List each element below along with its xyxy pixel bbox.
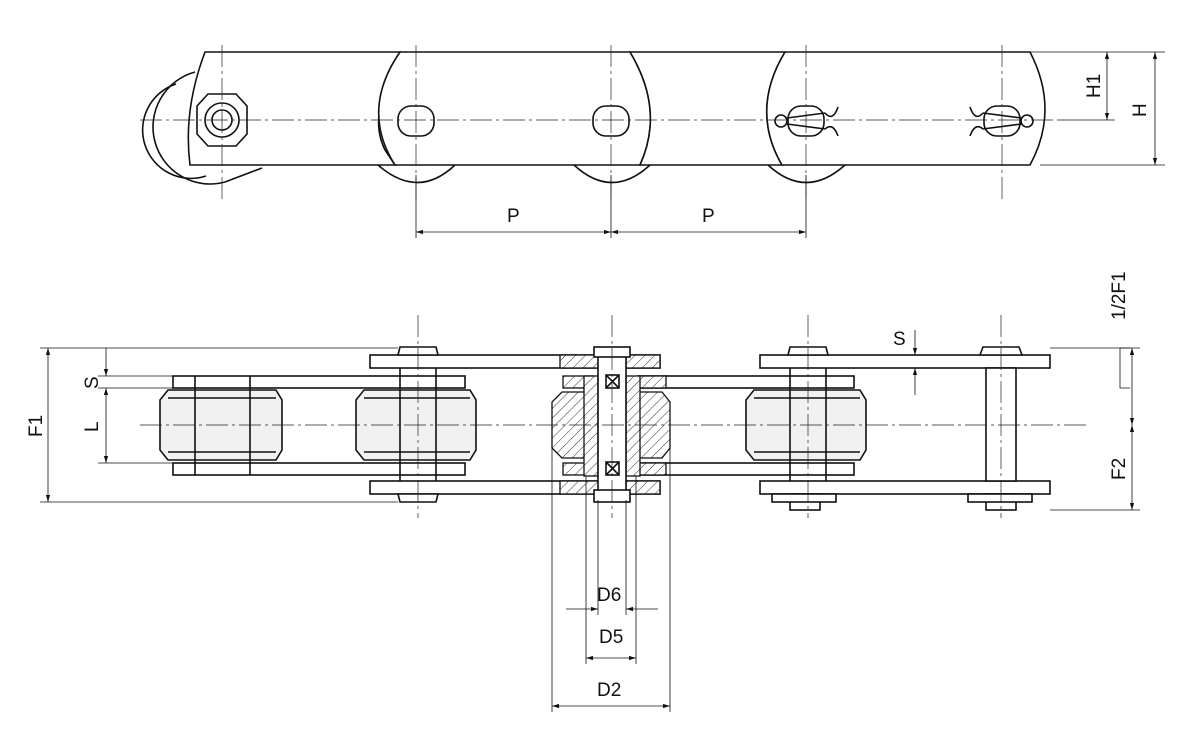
label-d5: D5	[599, 627, 623, 648]
side-plate-bridge	[628, 51, 787, 166]
inner-plate-bottom-left	[172, 462, 466, 476]
outer-plate-bottom-right	[759, 480, 1051, 495]
inner-plate-top-right	[637, 375, 855, 389]
label-h1: H1	[1084, 74, 1105, 98]
dimension-right: S 1/2F1 F2	[893, 271, 1140, 511]
label-pitch-right: P	[702, 206, 715, 227]
label-d6: D6	[597, 585, 621, 606]
label-s-left: S	[82, 376, 103, 389]
dimension-left: F1 S L	[26, 347, 398, 503]
label-l: L	[82, 421, 103, 432]
inner-plate-top-left	[172, 375, 466, 389]
side-view: P P H1 H	[140, 45, 1165, 238]
dimension-diameters: D6 D5 D2	[551, 448, 671, 712]
label-h: H	[1130, 103, 1151, 117]
label-half-f1: 1/2F1	[1109, 271, 1130, 320]
inner-plate-bottom-right	[637, 462, 855, 476]
outer-plate-top-right	[759, 354, 1051, 369]
plan-view: F1 S L S 1/2F1 F2	[26, 271, 1140, 712]
side-plate-right	[765, 51, 1046, 166]
label-f2: F2	[1109, 458, 1130, 480]
label-d2: D2	[597, 680, 621, 701]
dimension-height: H1 H	[1030, 51, 1165, 166]
label-s-right: S	[893, 329, 906, 350]
dimension-pitch: P P	[415, 175, 807, 238]
label-f1: F1	[26, 415, 47, 437]
label-pitch-left: P	[507, 206, 520, 227]
